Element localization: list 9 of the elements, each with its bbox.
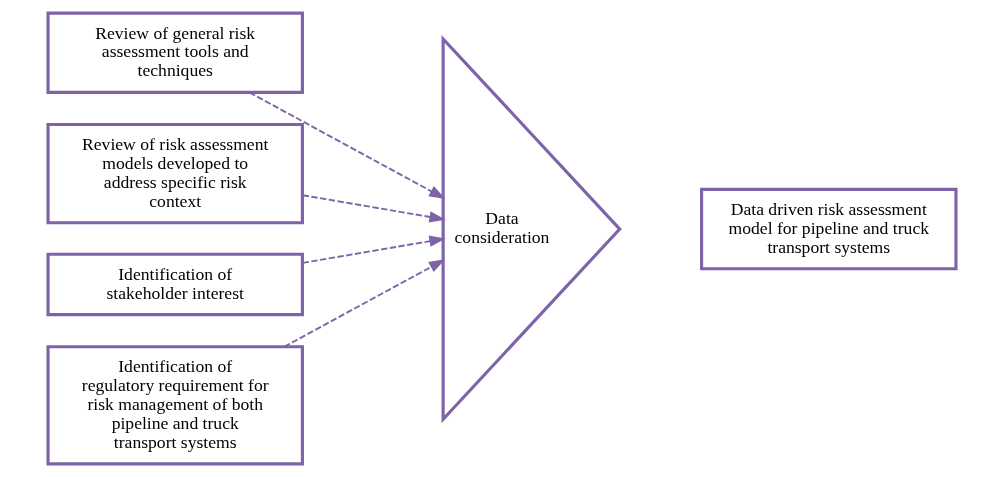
arrow [248,91,445,199]
node-box: Identification of stakeholder interest [45,252,304,317]
arrow [283,259,445,348]
arrow [301,194,446,223]
node-box: Review of general risk assessment tools and techniques [45,11,304,94]
node-box: Review of risk assessment models developed to address specific risk context [45,122,304,225]
node-box: Data driven risk assessment model for pipeline and truck transport systems [699,187,958,271]
node-box: Identification of regulatory requirement for risk management of both pipeline and truck transport systems [45,345,304,466]
arrow [301,235,446,264]
